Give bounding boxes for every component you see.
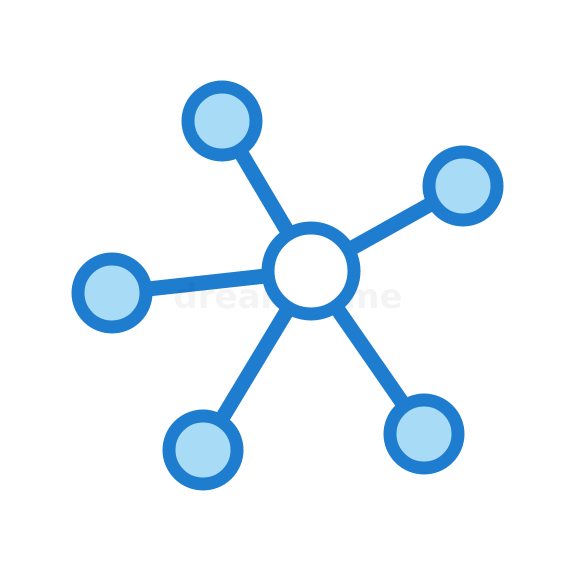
hub-node	[261, 221, 361, 321]
node-right	[422, 145, 504, 227]
node-bottom-left	[162, 409, 244, 491]
node-bottom-right	[383, 393, 465, 475]
node-top	[181, 80, 263, 162]
node-left	[71, 252, 153, 334]
